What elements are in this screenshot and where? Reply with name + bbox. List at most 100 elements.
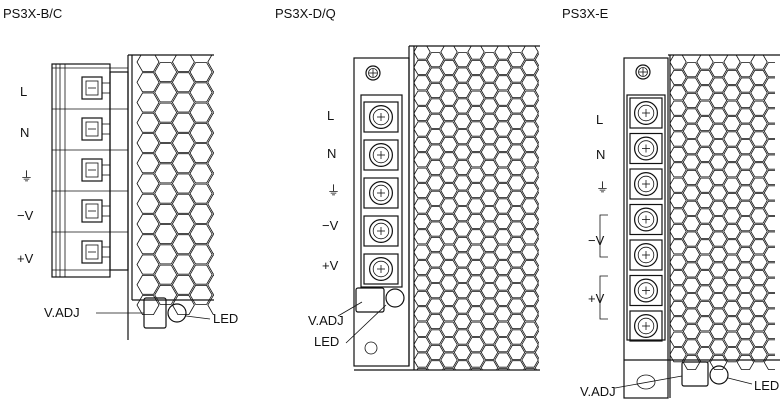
vent-hole xyxy=(521,59,539,75)
vent-hole xyxy=(494,46,512,60)
vent-hole xyxy=(736,293,755,309)
vent-hole xyxy=(507,129,526,145)
vent-hole xyxy=(736,354,755,370)
vent-hole xyxy=(426,175,445,191)
vent-hole xyxy=(723,270,741,286)
vadj-potentiometer xyxy=(143,297,167,329)
vent-hole xyxy=(189,82,213,103)
vent-hole xyxy=(189,62,213,83)
vadj-potentiometer xyxy=(355,287,385,313)
vent-hole xyxy=(507,67,526,83)
vent-hole xyxy=(453,113,472,129)
vent-hole xyxy=(426,313,445,330)
vent-hole xyxy=(171,295,195,316)
vent-hole xyxy=(696,177,714,193)
vent-hole xyxy=(723,116,741,132)
vent-hole xyxy=(763,62,775,78)
vent-hole xyxy=(467,183,485,199)
vent-hole xyxy=(778,55,784,69)
vent-hole xyxy=(470,367,482,370)
vent-hole xyxy=(521,260,539,276)
vent-hole xyxy=(440,321,458,337)
terminal-label-l: L xyxy=(596,112,603,127)
vent-hole xyxy=(414,290,431,306)
vadj-potentiometer xyxy=(681,361,709,387)
mounting-hole xyxy=(364,341,378,355)
vent-hole xyxy=(534,268,539,283)
vent-hole xyxy=(171,112,195,133)
model-ps3x-dq: PS3X-D/Q L N ⏚ −V +V V.ADJ xyxy=(275,6,540,371)
vent-hole xyxy=(171,193,195,214)
vent-hole xyxy=(453,329,472,345)
vent-hole xyxy=(696,316,714,332)
vent-hole xyxy=(507,206,526,222)
vent-hole xyxy=(682,277,701,293)
vent-hole xyxy=(136,55,160,72)
vent-hole xyxy=(136,274,160,295)
vent-hole xyxy=(467,167,485,183)
vent-hole xyxy=(154,123,178,143)
vent-hole xyxy=(736,277,755,293)
terminal-screw xyxy=(52,231,128,264)
vent-hole xyxy=(670,193,687,209)
terminal-label-ground: ⏚ xyxy=(596,180,609,195)
vent-hole xyxy=(778,332,784,346)
vent-hole xyxy=(750,146,768,162)
vent-hole xyxy=(414,75,431,91)
vent-hole xyxy=(494,244,512,260)
vent-hole xyxy=(189,264,213,285)
vent-hole xyxy=(467,229,485,245)
chassis xyxy=(623,57,669,399)
vent-hole xyxy=(696,162,714,178)
vent-hole xyxy=(682,308,701,324)
vent-hole xyxy=(453,283,472,299)
vent-hole xyxy=(467,106,485,122)
vent-hole xyxy=(778,163,784,177)
vent-hole xyxy=(207,234,214,255)
vent-hole xyxy=(440,75,458,91)
vent-hole xyxy=(670,223,687,239)
vent-hole xyxy=(494,152,512,168)
vent-hole xyxy=(440,229,458,245)
vent-hole xyxy=(778,317,784,331)
vent-hole xyxy=(426,298,445,314)
vent-hole xyxy=(189,224,213,245)
vent-hole xyxy=(670,100,687,116)
vent-hole xyxy=(534,345,539,360)
vent-hole xyxy=(440,183,458,199)
vent-hole xyxy=(709,231,728,247)
vent-hole xyxy=(750,331,768,347)
vent-hole xyxy=(670,300,687,316)
vent-hole xyxy=(750,270,768,286)
vent-hole xyxy=(709,62,728,78)
vent-hole xyxy=(171,133,195,153)
vent-hole xyxy=(426,144,445,160)
vent-hole xyxy=(750,208,768,224)
vent-hole xyxy=(136,295,160,316)
vent-hole xyxy=(723,254,741,270)
vent-hole xyxy=(414,198,431,214)
vent-hole xyxy=(763,77,775,93)
vent-hole xyxy=(507,159,526,176)
vent-hole xyxy=(426,283,445,299)
vent-hole xyxy=(494,183,512,199)
vent-hole xyxy=(440,46,458,60)
vent-hole xyxy=(750,116,768,132)
vent-hole xyxy=(778,209,784,223)
model-title: PS3X-D/Q xyxy=(275,6,336,21)
terminal-screw xyxy=(363,253,399,285)
terminal-block xyxy=(360,94,403,288)
vent-hole xyxy=(154,102,178,123)
terminal-screw xyxy=(629,168,663,200)
vent-hole xyxy=(440,152,458,168)
vent-hole xyxy=(440,121,458,137)
terminal-label-n: N xyxy=(596,147,605,162)
vent-hole xyxy=(207,254,214,275)
vent-hole xyxy=(521,213,539,229)
vent-hole xyxy=(494,167,512,183)
vent-hole xyxy=(696,131,714,147)
vent-hole xyxy=(763,323,775,340)
vent-hole xyxy=(494,352,512,368)
vent-hole xyxy=(521,167,539,183)
